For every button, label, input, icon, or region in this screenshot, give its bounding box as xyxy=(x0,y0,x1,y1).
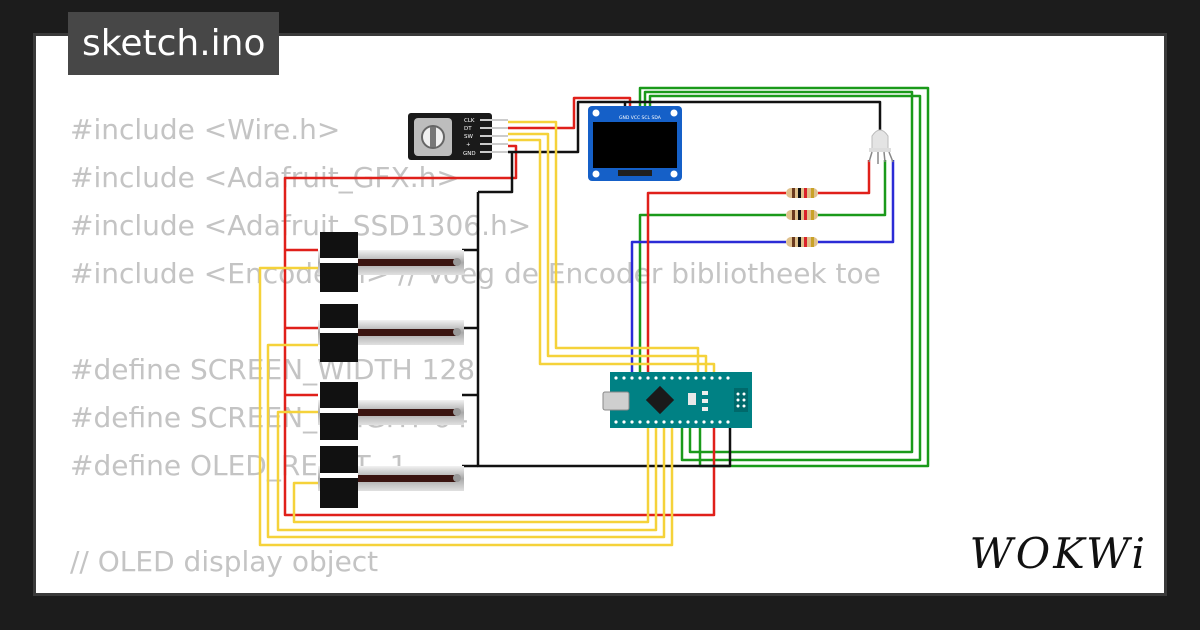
slider-screw-icon xyxy=(453,258,461,266)
code-listing: #include <Wire.h>#include <Adafruit_GFX.… xyxy=(70,106,1086,593)
code-line: #include <Wire.h> xyxy=(70,113,341,146)
mount-hole xyxy=(592,170,600,178)
slider-knob-mark xyxy=(320,258,358,263)
oled-display[interactable]: GND VCC SCL SDA xyxy=(588,106,682,181)
wire-green xyxy=(638,86,930,468)
wire-yellow xyxy=(508,132,708,372)
oled-screen xyxy=(593,122,677,168)
slider-knob-mark xyxy=(320,473,358,478)
encoder-shaft xyxy=(430,127,436,147)
wire-yellow xyxy=(508,138,716,372)
reset-button[interactable] xyxy=(688,393,696,405)
resistor[interactable] xyxy=(786,188,818,198)
wire-red xyxy=(646,191,786,372)
mount-hole xyxy=(670,109,678,117)
arduino-board xyxy=(610,372,752,428)
encoder-pins xyxy=(480,119,508,153)
slide-potentiometer[interactable] xyxy=(318,232,464,292)
wire-black xyxy=(478,152,514,194)
slider-knob-mark xyxy=(320,408,358,413)
wire-yellow xyxy=(258,266,674,547)
slider-track xyxy=(356,259,456,266)
wires xyxy=(258,86,930,547)
encoder-pin-label: DT xyxy=(464,126,472,132)
resistor[interactable] xyxy=(786,237,818,247)
wire-red xyxy=(283,144,716,517)
slider-knob-mark xyxy=(320,328,358,333)
led-body xyxy=(871,129,889,151)
rgb-led[interactable] xyxy=(868,129,894,164)
wokwi-logo: WOKWi xyxy=(969,529,1148,578)
slider-track xyxy=(356,409,456,416)
code-line: #include <Adafruit_SSD1306.h> xyxy=(70,209,532,242)
slider-screw-icon xyxy=(453,408,461,416)
encoder-pin-label: GND xyxy=(463,151,476,157)
slide-potentiometer[interactable] xyxy=(318,382,464,440)
slider-track xyxy=(356,329,456,336)
usb-port-icon xyxy=(602,391,630,411)
encoder-pin-label: SW xyxy=(464,134,473,140)
arduino-nano[interactable] xyxy=(602,372,752,428)
wire-green xyxy=(648,94,922,462)
oled-pin-header-label: GND VCC SCL SDA xyxy=(619,115,662,121)
slide-potentiometer[interactable] xyxy=(318,304,464,362)
code-line: #define SCREEN_WIDTH 128 xyxy=(70,353,476,386)
arduino-top-pins xyxy=(614,376,730,380)
sketch-title: sketch.ino xyxy=(82,23,266,64)
encoder-pin-label: + xyxy=(466,142,471,148)
slider-screw-icon xyxy=(453,474,461,482)
wire-blue xyxy=(818,160,895,244)
arduino-bottom-pins xyxy=(614,420,730,424)
wire-yellow xyxy=(266,343,666,539)
wire-black xyxy=(623,100,882,150)
rotary-encoder[interactable]: CLK DT SW + GND xyxy=(408,113,508,160)
code-line: // OLED display object xyxy=(70,545,379,578)
slider-track xyxy=(356,475,456,482)
microcontroller-chip xyxy=(645,385,675,415)
wire-blue xyxy=(630,240,786,372)
resistor[interactable] xyxy=(786,210,818,220)
led-legs xyxy=(868,151,894,164)
wire-green xyxy=(818,160,887,217)
sketch-title-tab[interactable]: sketch.ino xyxy=(68,12,280,75)
resistors xyxy=(786,188,818,247)
encoder-pin-label: CLK xyxy=(464,118,475,124)
slide-potentiometer[interactable] xyxy=(318,446,464,508)
wire-yellow xyxy=(276,410,658,532)
wire-red xyxy=(818,160,871,195)
mount-hole xyxy=(670,170,678,178)
slider-screw-icon xyxy=(453,328,461,336)
wire-green xyxy=(643,90,914,454)
led-rim xyxy=(869,148,891,152)
icsp-header xyxy=(734,388,748,412)
mount-hole xyxy=(592,109,600,117)
wire-black xyxy=(508,100,625,154)
wire-green xyxy=(638,213,786,372)
wire-yellow xyxy=(292,428,650,524)
oled-ribbon xyxy=(618,170,652,176)
